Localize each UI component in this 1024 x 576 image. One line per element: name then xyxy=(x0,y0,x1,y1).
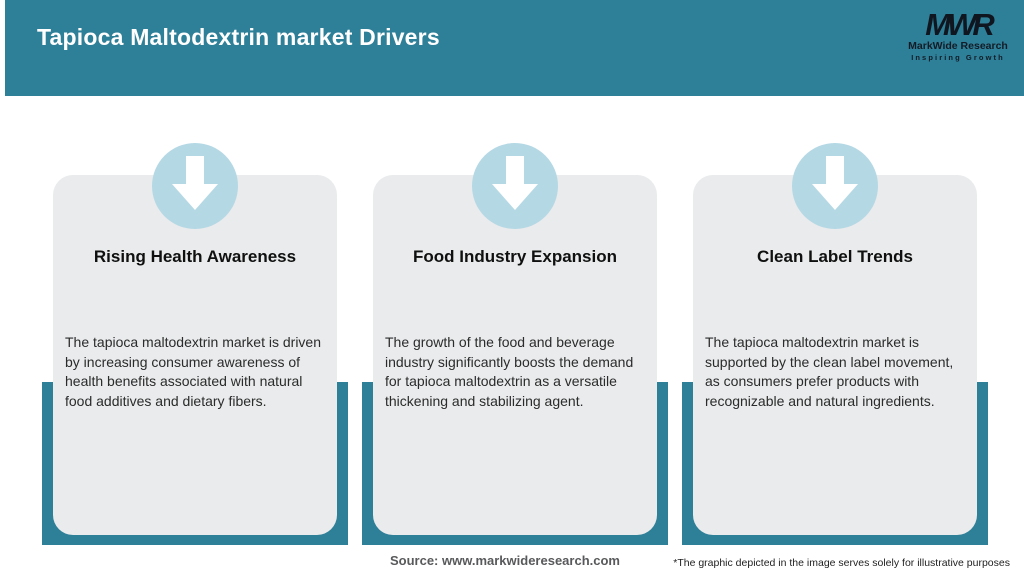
logo-monogram: MWR xyxy=(925,7,994,42)
logo-name: MarkWide Research xyxy=(908,40,1008,52)
driver-column-3: Clean Label Trends The tapioca maltodext… xyxy=(682,143,988,545)
header-bar: Tapioca Maltodextrin market Drivers MWR … xyxy=(5,0,1024,96)
arrow-down-icon xyxy=(492,155,538,217)
arrow-down-icon xyxy=(172,155,218,217)
icon-circle xyxy=(472,143,558,229)
driver-card: Clean Label Trends The tapioca maltodext… xyxy=(693,175,977,535)
card-title: Rising Health Awareness xyxy=(93,247,297,266)
icon-circle xyxy=(792,143,878,229)
icon-circle xyxy=(152,143,238,229)
card-title: Food Industry Expansion xyxy=(412,247,617,266)
driver-card: Food Industry Expansion The growth of th… xyxy=(373,175,657,535)
driver-column-1: Rising Health Awareness The tapioca malt… xyxy=(42,143,348,545)
disclaimer-text: *The graphic depicted in the image serve… xyxy=(673,557,1010,569)
card-title: Clean Label Trends xyxy=(757,247,913,266)
arrow-down-icon xyxy=(812,155,858,217)
driver-card: Rising Health Awareness The tapioca malt… xyxy=(53,175,337,535)
logo-tagline: Inspiring Growth xyxy=(911,53,1005,62)
source-text: Source: www.markwideresearch.com xyxy=(389,553,620,568)
card-description: The growth of the food and beverage indu… xyxy=(385,334,634,409)
page-title: Tapioca Maltodextrin market Drivers xyxy=(37,24,440,50)
card-description: The tapioca maltodextrin market is drive… xyxy=(65,334,321,409)
driver-column-2: Food Industry Expansion The growth of th… xyxy=(362,143,668,545)
card-description: The tapioca maltodextrin market is suppo… xyxy=(705,334,954,409)
markwide-research-logo: MWR MarkWide Research Inspiring Growth xyxy=(900,7,1016,62)
